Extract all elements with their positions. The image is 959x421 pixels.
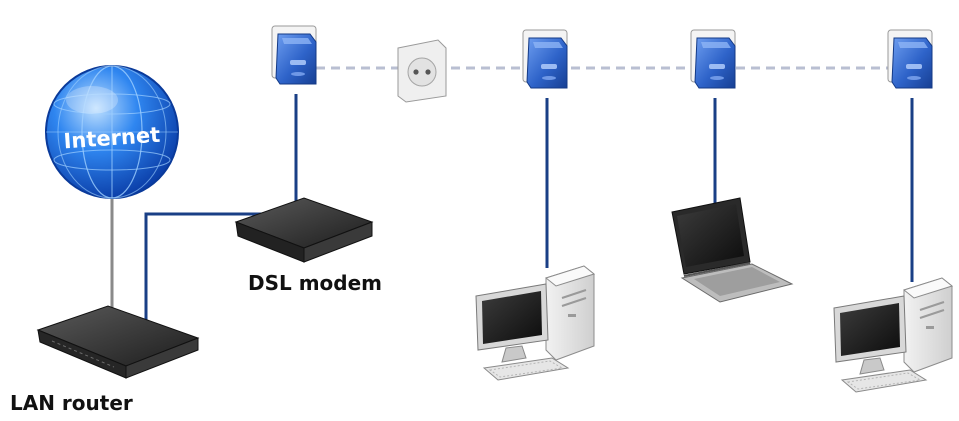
- powerline-adapter-icon: [271, 25, 317, 85]
- desktop-computer-icon: [475, 265, 595, 381]
- wall-socket-icon: [397, 39, 447, 103]
- laptop-icon: [671, 197, 793, 303]
- router-icon: [36, 305, 200, 379]
- dsl-modem-label: DSL modem: [248, 271, 382, 295]
- powerline-adapter-icon: [522, 29, 568, 89]
- powerline-adapter-icon: [690, 29, 736, 89]
- globe-icon: [45, 65, 179, 199]
- router-modem-cable: [144, 212, 270, 320]
- desktop-computer-icon: [833, 277, 953, 393]
- powerline-adapter-icon: [887, 29, 933, 89]
- modem-icon: [234, 197, 374, 263]
- lan-router-label: LAN router: [10, 391, 133, 415]
